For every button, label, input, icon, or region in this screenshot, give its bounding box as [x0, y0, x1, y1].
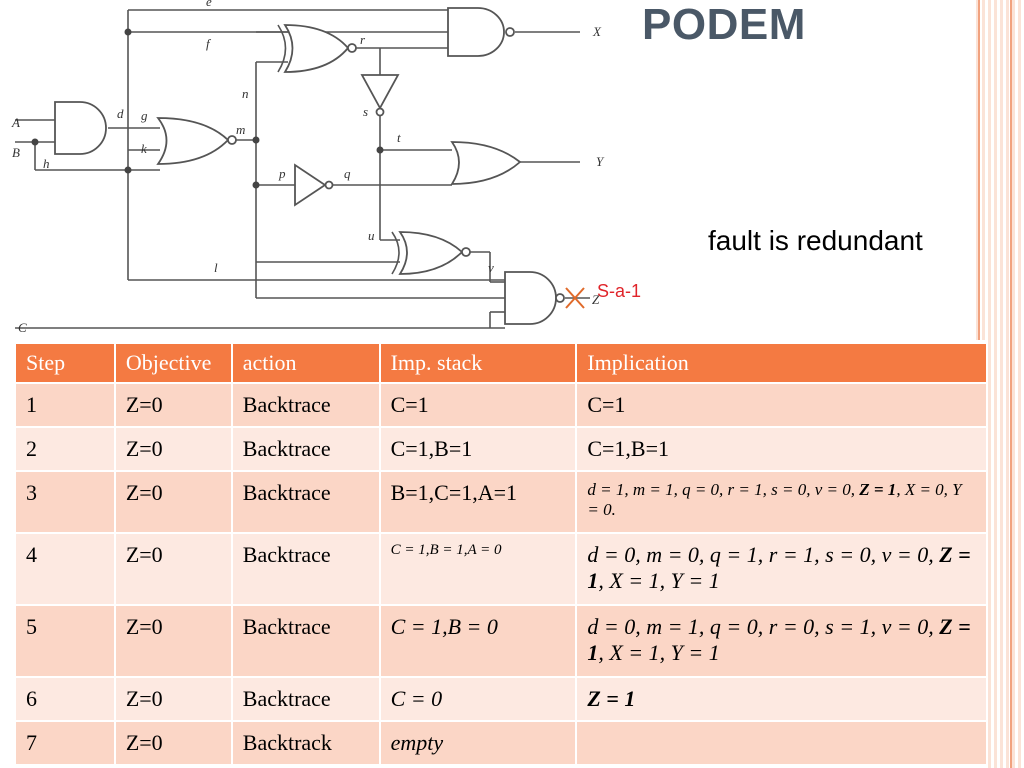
cell-step: 5 — [14, 604, 116, 678]
circuit-diagram: e f r n s d g m t k h p q u v l A B C X … — [11, 0, 605, 335]
cell-stack: C = 1,B = 0 — [378, 604, 578, 678]
cell-action: Backtrace — [230, 470, 381, 534]
cell-action: Backtrace — [230, 382, 381, 428]
cell-implication: C=1 — [575, 382, 988, 428]
cell-action: Backtrace — [230, 426, 381, 472]
svg-text:e: e — [206, 0, 212, 9]
cell-stack: C = 0 — [378, 676, 578, 722]
implication-text: d = 1, m = 1, q = 0, r = 1, s = 0, v = 0… — [587, 480, 855, 499]
cell-step: 4 — [14, 532, 116, 606]
table-row: 4 Z=0 Backtrace C = 1,B = 1,A = 0 d = 0,… — [14, 532, 988, 606]
table-row: 5 Z=0 Backtrace C = 1,B = 0 d = 0, m = 1… — [14, 604, 988, 678]
cell-step: 2 — [14, 426, 116, 472]
cell-implication: d = 0, m = 1, q = 0, r = 0, s = 1, v = 0… — [575, 604, 988, 678]
cell-action: Backtrace — [230, 604, 381, 678]
slide-title: PODEM — [642, 0, 806, 49]
svg-text:g: g — [141, 108, 148, 123]
svg-text:Y: Y — [596, 154, 605, 169]
svg-text:v: v — [488, 260, 494, 275]
cell-objective: Z=0 — [113, 470, 233, 534]
header-step: Step — [14, 342, 116, 384]
redundant-note: fault is redundant — [708, 225, 923, 256]
svg-text:B: B — [12, 145, 20, 160]
svg-text:l: l — [214, 260, 218, 275]
header-implication: Implication — [575, 342, 988, 384]
svg-text:C: C — [18, 320, 27, 335]
svg-text:k: k — [141, 141, 147, 156]
fault-cross-icon — [565, 287, 585, 309]
cell-action: Backtrack — [230, 720, 381, 766]
implication-text-tail: , X = 0, Y = 0. — [587, 480, 962, 519]
cell-action: Backtrace — [230, 676, 381, 722]
implication-z-bold: Z = 1 — [859, 480, 897, 499]
cell-implication: C=1,B=1 — [575, 426, 988, 472]
cell-action: Backtrace — [230, 532, 381, 606]
implication-text-tail: , X = 1, Y = 1 — [598, 568, 720, 593]
cell-implication: d = 0, m = 0, q = 1, r = 1, s = 0, v = 0… — [575, 532, 988, 606]
cell-objective: Z=0 — [113, 604, 233, 678]
table-row: 7 Z=0 Backtrack empty — [14, 720, 988, 766]
svg-text:h: h — [43, 156, 50, 171]
implication-text: d = 0, m = 1, q = 0, r = 0, s = 1, v = 0… — [587, 614, 934, 639]
implication-z-bold: Z = 1 — [587, 542, 971, 593]
cell-objective: Z=0 — [113, 532, 233, 606]
cell-stack: empty — [378, 720, 578, 766]
table-row: 1 Z=0 Backtrace C=1 C=1 — [14, 382, 988, 428]
cell-implication: d = 1, m = 1, q = 0, r = 1, s = 0, v = 0… — [575, 470, 988, 534]
cell-stack: C=1 — [378, 382, 578, 428]
table-row: 2 Z=0 Backtrace C=1,B=1 C=1,B=1 — [14, 426, 988, 472]
circuit-gates — [54, 7, 565, 325]
net-labels: e f r n s d g m t k h p q u v l A B C X … — [11, 0, 605, 335]
cell-implication: Z = 1 — [575, 676, 988, 722]
header-action: action — [230, 342, 381, 384]
implication-text-tail: , X = 1, Y = 1 — [598, 640, 720, 665]
cell-objective: Z=0 — [113, 382, 233, 428]
cell-stack: C = 1,B = 1,A = 0 — [378, 532, 578, 606]
junction-dots — [31, 28, 384, 189]
svg-text:m: m — [236, 122, 245, 137]
implication-z-bold: Z = 1 — [587, 686, 636, 711]
svg-text:f: f — [206, 36, 212, 51]
cell-step: 6 — [14, 676, 116, 722]
podem-table-container: Step Objective action Imp. stack Implica… — [12, 340, 988, 768]
cell-stack: C=1,B=1 — [378, 426, 578, 472]
podem-steps-table: Step Objective action Imp. stack Implica… — [14, 342, 988, 766]
svg-text:n: n — [242, 86, 249, 101]
svg-text:A: A — [11, 115, 20, 130]
header-objective: Objective — [113, 342, 232, 384]
cell-step: 1 — [14, 382, 116, 428]
cell-step: 7 — [14, 720, 116, 766]
svg-text:Z: Z — [592, 292, 600, 307]
svg-text:p: p — [278, 166, 286, 181]
svg-text:t: t — [397, 130, 401, 145]
svg-text:r: r — [360, 32, 366, 47]
svg-text:q: q — [344, 166, 351, 181]
cell-objective: Z=0 — [113, 426, 233, 472]
svg-text:X: X — [592, 24, 602, 39]
svg-text:s: s — [363, 104, 368, 119]
svg-text:u: u — [368, 228, 375, 243]
cell-objective: Z=0 — [113, 720, 233, 766]
table-header-row: Step Objective action Imp. stack Implica… — [14, 342, 988, 384]
cell-stack: B=1,C=1,A=1 — [378, 470, 578, 534]
header-imp-stack: Imp. stack — [378, 342, 578, 384]
svg-text:d: d — [117, 106, 124, 121]
implication-z-bold: Z = 1 — [587, 614, 971, 665]
table-row: 3 Z=0 Backtrace B=1,C=1,A=1 d = 1, m = 1… — [14, 470, 988, 534]
cell-objective: Z=0 — [113, 676, 233, 722]
table-row: 6 Z=0 Backtrace C = 0 Z = 1 — [14, 676, 988, 722]
cell-implication — [575, 720, 988, 766]
implication-text: d = 0, m = 0, q = 1, r = 1, s = 0, v = 0… — [587, 542, 934, 567]
fault-label: S-a-1 — [597, 281, 642, 301]
cell-step: 3 — [14, 470, 116, 534]
